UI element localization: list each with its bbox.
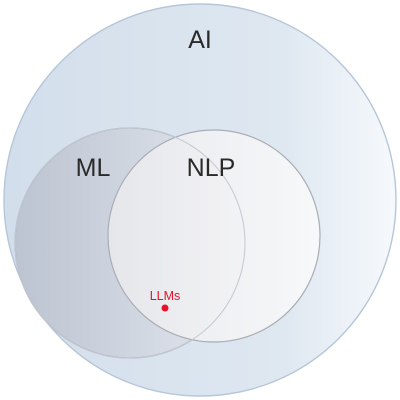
ai-label: AI <box>188 26 212 54</box>
llms-point <box>161 304 169 312</box>
llms-label: LLMs <box>150 289 181 303</box>
ml-label: ML <box>76 154 111 182</box>
nlp-set-circle <box>107 129 321 343</box>
nlp-label: NLP <box>187 154 236 182</box>
ml-set-outline <box>14 127 246 359</box>
